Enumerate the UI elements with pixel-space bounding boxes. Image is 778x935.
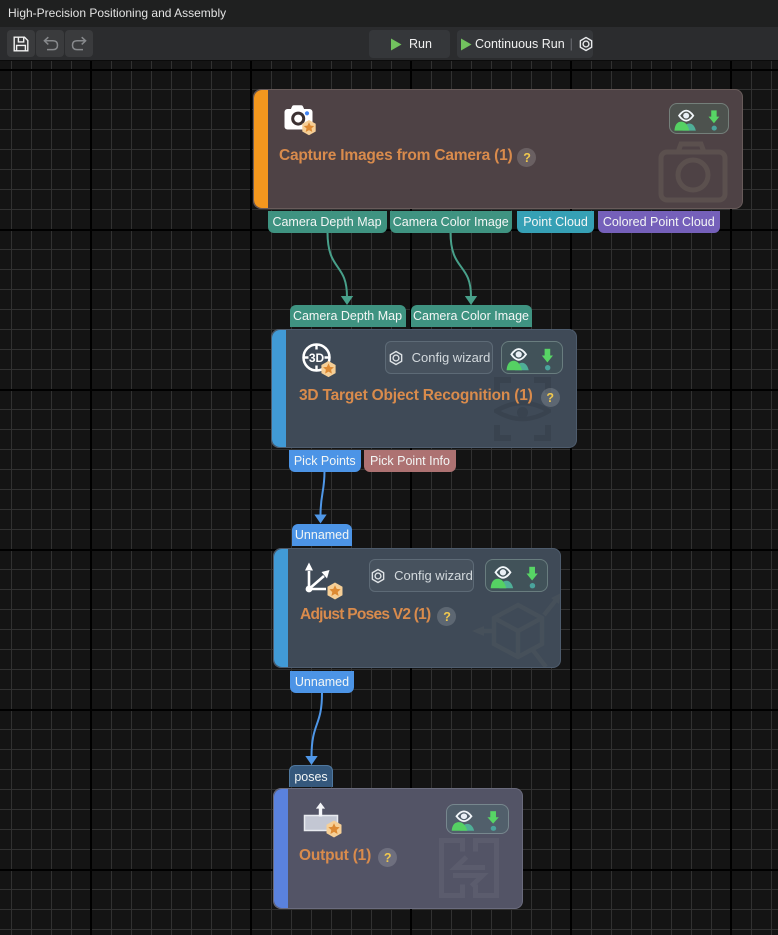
svg-text:3D: 3D — [309, 351, 325, 365]
